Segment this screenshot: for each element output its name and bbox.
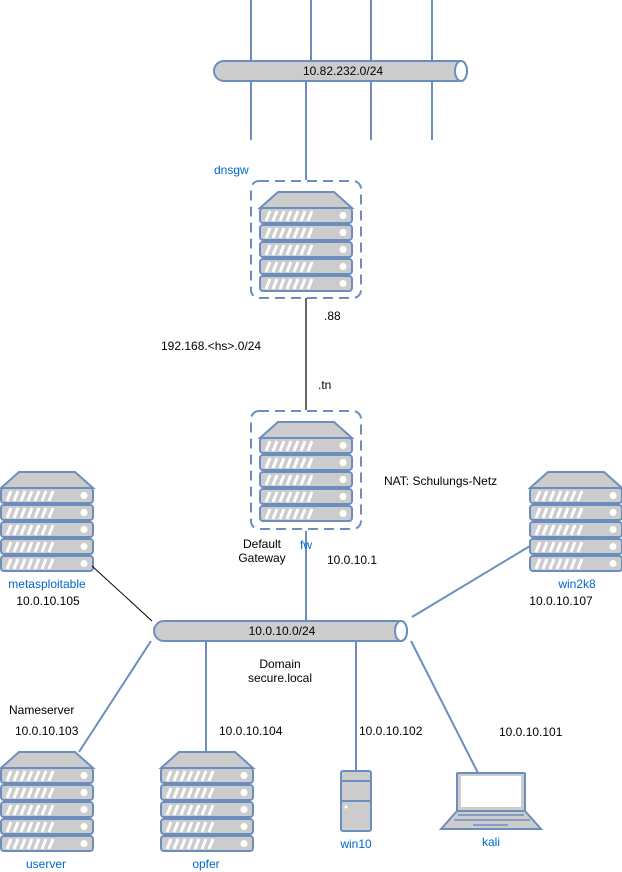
win2k8-name-label[interactable]: win2k8 — [558, 577, 596, 591]
win10-desktop-icon[interactable] — [340, 770, 372, 832]
win10-name-label[interactable]: win10 — [340, 837, 372, 851]
fw-ip-label: 10.0.10.1 — [327, 553, 378, 567]
metasploitable-link — [91, 565, 153, 622]
fw-server-icon[interactable] — [260, 422, 352, 521]
userver-link — [78, 640, 152, 753]
lan-bus[interactable] — [153, 620, 408, 642]
userver-server-icon[interactable] — [1, 752, 93, 851]
dnsgw-group-box — [250, 180, 362, 299]
wan-bus[interactable] — [213, 60, 468, 82]
wan-drop-lines — [250, 0, 433, 180]
domain-label-line2: secure.local — [247, 671, 313, 685]
fw-name-label[interactable]: fw — [300, 538, 312, 552]
kali-laptop-icon[interactable] — [438, 772, 544, 830]
kali-name-label[interactable]: kali — [481, 835, 501, 849]
opfer-server-icon[interactable] — [161, 752, 253, 851]
fw-role-line1: Default — [242, 537, 282, 551]
userver-role-label: Nameserver — [9, 703, 75, 717]
kali-ip-label: 10.0.10.101 — [499, 725, 563, 739]
domain-label-line1: Domain — [259, 657, 301, 671]
kali-link — [410, 640, 479, 774]
win2k8-server-icon[interactable] — [530, 472, 622, 571]
dnsgw-name-label[interactable]: dnsgw — [214, 163, 249, 177]
opfer-name-label[interactable]: opfer — [192, 857, 220, 871]
userver-name-label[interactable]: userver — [25, 857, 67, 871]
userver-ip-label: 10.0.10.103 — [15, 724, 79, 738]
fw-transfer-ip-label: .tn — [318, 378, 332, 392]
win2k8-ip-label: 10.0.10.107 — [529, 594, 593, 608]
win10-ip-label: 10.0.10.102 — [359, 724, 423, 738]
opfer-ip-label: 10.0.10.104 — [219, 724, 283, 738]
transfer-network-label: 192.168.<hs>.0/24 — [161, 339, 262, 353]
dnsgw-ip-label: .88 — [324, 309, 341, 323]
metasploitable-ip-label: 10.0.10.105 — [16, 594, 80, 608]
metasploitable-server-icon[interactable] — [1, 472, 93, 571]
wan-network-label: 10.82.232.0/24 — [302, 64, 384, 78]
fw-nat-label: NAT: Schulungs-Netz — [384, 474, 498, 488]
metasploitable-name-label[interactable]: metasploitable — [8, 577, 86, 591]
win2k8-link — [411, 545, 531, 618]
dnsgw-server-icon[interactable] — [260, 192, 352, 291]
fw-role-line2: Gateway — [238, 551, 286, 565]
lan-network-label: 10.0.10.0/24 — [248, 624, 316, 638]
